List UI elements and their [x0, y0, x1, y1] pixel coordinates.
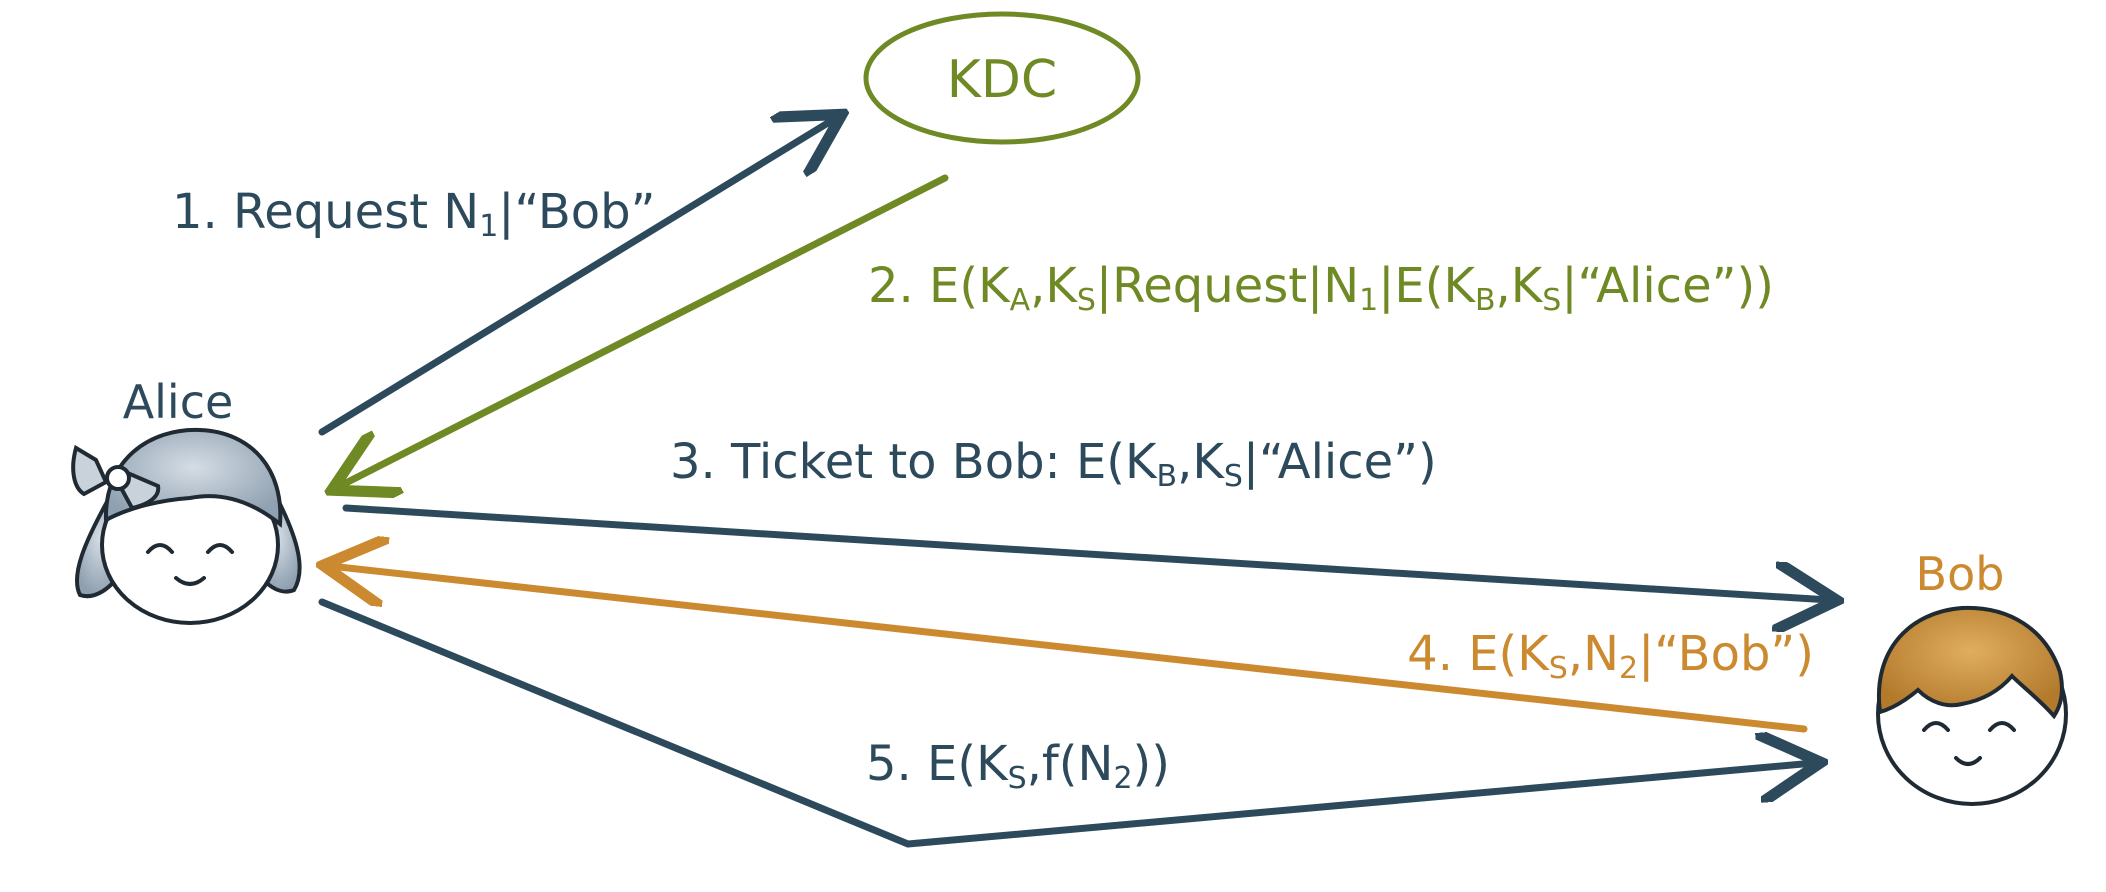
- message-2-part-1: 2. E(K: [868, 258, 1011, 314]
- message-4-sub-2: 2: [1619, 651, 1638, 686]
- message-1-label: 1. Request N1|“Bob”: [172, 184, 656, 244]
- message-1-sub: 1: [479, 209, 498, 244]
- message-2-part-5: ,K: [1496, 258, 1544, 314]
- message-5-part-1: 5. E(K: [866, 736, 1009, 792]
- message-2-sub-3: 1: [1359, 283, 1378, 318]
- arrow-1-request: [318, 118, 836, 436]
- kdc-label: KDC: [947, 50, 1057, 110]
- message-3-sub-2: S: [1224, 459, 1243, 494]
- message-2-sub-5: S: [1542, 283, 1561, 318]
- message-4-label: 4. E(KS,N2|“Bob”): [1407, 626, 1814, 686]
- kdc-node: KDC: [863, 11, 1141, 145]
- arrow-3-ticket: [342, 504, 1830, 600]
- message-4-sub-1: S: [1549, 651, 1568, 686]
- message-4-part-1: 4. E(K: [1407, 626, 1550, 682]
- arrow-4-challenge: [330, 566, 1808, 733]
- message-4-part-2: ,N: [1568, 626, 1619, 682]
- message-5-sub-1: S: [1008, 761, 1027, 796]
- message-2-part-2: ,K: [1030, 258, 1078, 314]
- alice-node: Alice: [71, 375, 302, 625]
- message-2-part-4: |E(K: [1378, 258, 1476, 314]
- message-4-part-3: |“Bob”): [1638, 626, 1814, 682]
- message-2-part-3: |Request|N: [1096, 258, 1359, 314]
- message-3-part-1: 3. Ticket to Bob: E(K: [670, 434, 1158, 490]
- alice-name: Alice: [123, 375, 234, 429]
- message-2-sub-2: S: [1077, 283, 1096, 318]
- message-3-label: 3. Ticket to Bob: E(KB,KS|“Alice”): [670, 434, 1437, 494]
- message-2-label: 2. E(KA,KS|Request|N1|E(KB,KS|“Alice”)): [868, 258, 1774, 318]
- message-5-sub-2: 2: [1113, 761, 1132, 796]
- bob-face-icon: [1876, 605, 2068, 806]
- message-3-sub-1: B: [1157, 459, 1178, 494]
- message-3-part-3: |“Alice”): [1243, 434, 1437, 490]
- message-2-part-6: |“Alice”)): [1561, 258, 1774, 314]
- message-1-suffix: |“Bob”: [498, 184, 655, 240]
- message-2-sub-4: B: [1475, 283, 1496, 318]
- message-1-prefix: 1. Request N: [172, 184, 479, 240]
- bob-node: Bob: [1876, 547, 2068, 806]
- kdc-ellipse: [863, 11, 1141, 145]
- message-5-part-2: ,f(N: [1027, 736, 1114, 792]
- message-5-part-3: )): [1133, 736, 1170, 792]
- alice-face-icon: [71, 427, 302, 625]
- message-5-label: 5. E(KS,f(N2)): [866, 736, 1170, 796]
- arrow-5-response: [318, 598, 1814, 848]
- message-3-part-2: ,K: [1177, 434, 1225, 490]
- bob-name: Bob: [1916, 547, 2005, 601]
- arrow-2-reply: [338, 174, 949, 487]
- message-2-sub-1: A: [1010, 283, 1031, 318]
